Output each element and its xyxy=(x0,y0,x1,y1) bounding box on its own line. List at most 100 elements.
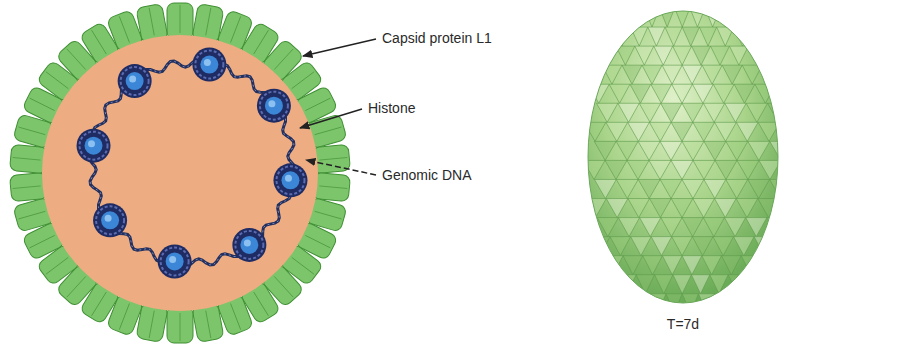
capsid-facet xyxy=(618,103,639,122)
capsid-facet xyxy=(660,179,682,198)
histone-highlight xyxy=(244,239,251,246)
capsid-facet xyxy=(693,160,715,179)
nucleosome xyxy=(77,129,111,163)
capsomere xyxy=(10,172,48,201)
capsid-facet xyxy=(726,141,748,160)
capsid-facet xyxy=(614,8,629,27)
capsid-facet xyxy=(770,179,792,198)
capsomere-groove xyxy=(46,257,68,274)
capsomere-groove xyxy=(254,292,269,316)
capsid-facet xyxy=(673,46,692,65)
capsid-facet xyxy=(713,332,728,347)
capsid-facet xyxy=(715,160,737,179)
capsid-facet xyxy=(655,275,673,294)
dna-strand xyxy=(88,59,295,266)
capsid-facet xyxy=(785,27,802,46)
capsid-facet xyxy=(720,313,735,332)
capsid-facet xyxy=(589,237,610,256)
histone-core xyxy=(265,97,283,115)
capsid-facet xyxy=(597,46,616,65)
capsid-facet xyxy=(682,141,704,160)
capsid-facet xyxy=(775,237,796,256)
capsid-facet xyxy=(734,84,755,103)
capsid-facet xyxy=(751,313,766,332)
capsid-facet xyxy=(660,141,682,160)
capsid-facet xyxy=(773,332,788,347)
capsid-facet xyxy=(758,199,780,218)
capsid-facet xyxy=(780,122,802,141)
capsomere-groove xyxy=(149,311,154,339)
capsid-facet xyxy=(779,199,801,218)
capsid-facet xyxy=(802,65,822,84)
capsid-facet xyxy=(761,256,781,275)
capsid-facet xyxy=(606,122,628,141)
capsid-facet xyxy=(742,65,762,84)
capsid-facet xyxy=(762,65,782,84)
capsid-facet xyxy=(728,275,746,294)
nucleosome xyxy=(192,48,226,82)
nucleosome-coil xyxy=(260,92,288,120)
capsid-facet xyxy=(599,275,617,294)
histone-nucleosomes xyxy=(77,48,308,279)
part-label: Histone xyxy=(368,100,415,116)
capsid-facet xyxy=(596,103,617,122)
capsid-facet xyxy=(637,332,652,347)
capsid-facet xyxy=(648,27,665,46)
capsid-facet xyxy=(767,218,788,237)
capsid-facet xyxy=(671,160,693,179)
capsomere xyxy=(312,172,350,201)
capsid-facet xyxy=(747,275,765,294)
capsid-facet xyxy=(747,294,763,313)
capsid-facet xyxy=(781,256,801,275)
capsid-facet xyxy=(751,27,768,46)
capsomere xyxy=(167,3,193,39)
capsid-facet xyxy=(682,27,699,46)
capsid-facet xyxy=(649,122,671,141)
capsid-facet xyxy=(629,8,644,27)
capsid-facet xyxy=(810,103,831,122)
nucleosome xyxy=(273,163,307,197)
capsid-facet xyxy=(766,313,781,332)
histone-highlight xyxy=(105,215,112,222)
capsid-sphere xyxy=(588,11,778,303)
capsid-facet xyxy=(673,275,691,294)
capsid-facet xyxy=(662,256,682,275)
capsid-facet xyxy=(722,65,742,84)
capsid-facet xyxy=(605,160,627,179)
capsid-facet xyxy=(660,8,675,27)
capsid-facet xyxy=(610,237,631,256)
capsid-facet xyxy=(704,179,726,198)
part-label: Genomic DNA xyxy=(382,167,471,183)
capsid-facet xyxy=(758,332,773,347)
capsomere xyxy=(312,172,350,201)
capsomere-groove xyxy=(274,49,293,70)
histone-highlight xyxy=(88,140,95,147)
capsid-mesh xyxy=(583,8,836,347)
nucleosome xyxy=(118,64,152,98)
capsid-facet xyxy=(671,122,693,141)
capsid-facet xyxy=(652,332,667,347)
nucleosome-coil xyxy=(80,132,108,160)
capsid-facet xyxy=(584,122,606,141)
capsid-facet xyxy=(654,46,673,65)
histone-core xyxy=(166,252,184,270)
capsid-facet xyxy=(767,46,786,65)
capsid-facet xyxy=(710,275,728,294)
capsid-facet xyxy=(699,294,715,313)
capsomere-groove xyxy=(315,211,342,219)
capsid-facet xyxy=(803,160,825,179)
capsid-facet xyxy=(635,46,654,65)
genomic-dna xyxy=(88,59,295,266)
capsomere-groove xyxy=(231,304,241,330)
capsid-facet xyxy=(721,256,741,275)
capsomere-groove xyxy=(13,157,41,160)
capsomere-groove xyxy=(305,98,330,110)
capsid-facet xyxy=(768,27,785,46)
capsid-facet xyxy=(628,122,650,141)
capsid-facet xyxy=(630,84,651,103)
capsid-facet xyxy=(682,256,702,275)
capsid-facet xyxy=(682,218,703,237)
capsid-facet xyxy=(650,294,666,313)
capsid-facet xyxy=(627,160,649,179)
capsid-facet xyxy=(609,84,630,103)
